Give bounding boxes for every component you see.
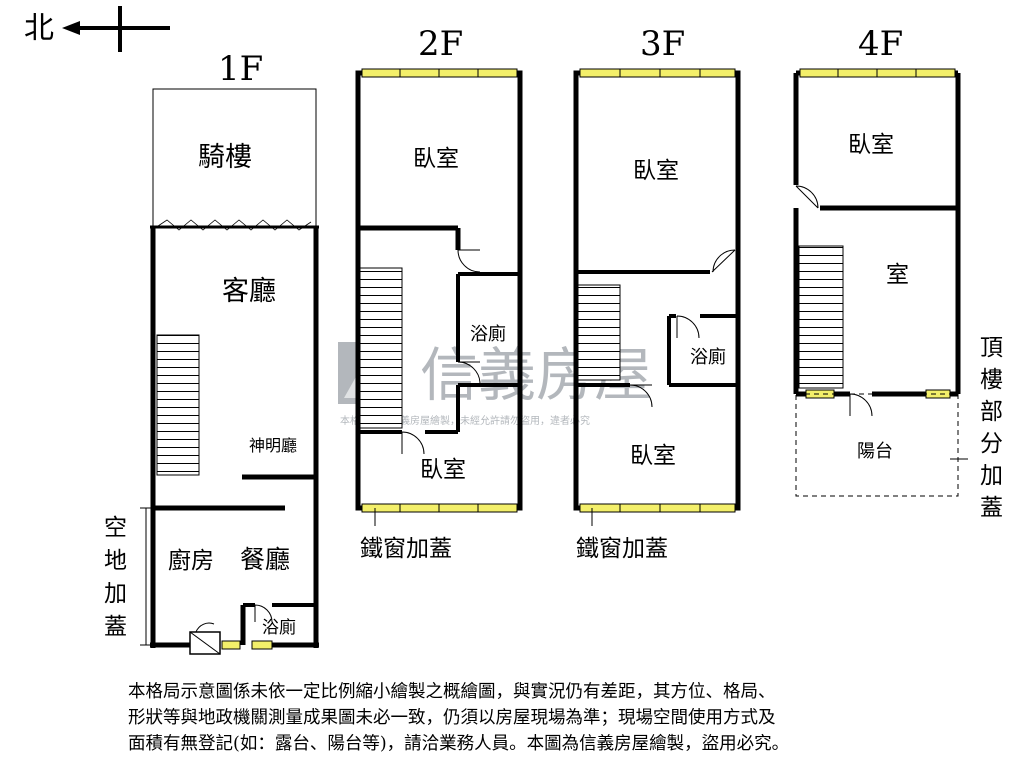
floor-4f-label: 4F <box>858 24 903 64</box>
floor-1f-side-note-3: 加 <box>104 581 127 607</box>
room-bedroom-2f-back: 臥室 <box>420 457 466 483</box>
room-bath-2f: 浴廁 <box>470 323 506 345</box>
floor-1f-side-note-2: 地 <box>104 548 127 574</box>
floor-4f-side-note-3: 部 <box>980 399 1003 425</box>
floor-3f: 3F 臥室 浴廁 臥室 鐵窗加蓋 <box>573 24 741 562</box>
floor-2f-note: 鐵窗加蓋 <box>360 536 452 562</box>
floor-4f-side-note-5: 加 <box>980 463 1003 489</box>
compass: 北 <box>24 6 170 52</box>
room-bedroom-3f-back: 臥室 <box>630 443 676 469</box>
disclaimer-line-3: 面積有無登記(如：露台、陽台等)，請洽業務人員。本圖為信義房屋繪製，盜用必究。 <box>128 734 790 754</box>
room-dining: 餐廳 <box>240 545 290 574</box>
floor-3f-label: 3F <box>640 24 685 64</box>
room-kitchen: 廚房 <box>168 548 214 574</box>
floor-4f: 4F 臥室 室 陽台 頂 樓 部 分 加 蓋 <box>793 24 1003 521</box>
floor-1f-side-note-4: 蓋 <box>104 614 127 640</box>
room-room-4f: 室 <box>886 262 909 288</box>
floor-4f-side-note-1: 頂 <box>980 335 1003 361</box>
disclaimer: 本格局示意圖係未依一定比例縮小繪製之概繪圖，與實況仍有差距，其方位、格局、 形狀… <box>128 679 1008 757</box>
floor-3f-note: 鐵窗加蓋 <box>576 536 668 562</box>
floor-2f-label: 2F <box>418 24 463 64</box>
balcony-area <box>795 393 959 497</box>
room-living: 客廳 <box>222 276 276 307</box>
floor-4f-side-note-4: 分 <box>980 431 1003 457</box>
floor-1f-side-note-1: 空 <box>104 515 127 541</box>
floor-4f-side-note-6: 蓋 <box>980 495 1003 521</box>
disclaimer-line-2: 形狀等與地政機關測量成果圖未必一致，仍須以房屋現場為準；現場空間使用方式及 <box>128 708 776 728</box>
floor-4f-side-note-2: 樓 <box>980 367 1003 393</box>
room-bedroom-3f-front: 臥室 <box>633 158 679 184</box>
room-bath-1f: 浴廁 <box>262 617 296 638</box>
room-bedroom-4f: 臥室 <box>848 132 894 158</box>
floor-2f: 2F 臥室 浴廁 臥室 鐵窗加蓋 <box>355 24 523 562</box>
room-balcony-4f: 陽台 <box>857 441 893 462</box>
floor-1f: 1F 空 地 加 蓋 騎樓 客廳 神明廳 廚房 <box>104 49 319 655</box>
floor-1f-label: 1F <box>218 49 263 89</box>
north-arrow-icon <box>62 21 80 35</box>
room-shrine: 神明廳 <box>249 436 297 455</box>
room-bath-3f: 浴廁 <box>690 346 726 368</box>
room-arcade: 騎樓 <box>198 142 252 173</box>
north-label: 北 <box>24 11 54 46</box>
disclaimer-line-1: 本格局示意圖係未依一定比例縮小繪製之概繪圖，與實況仍有差距，其方位、格局、 <box>128 682 776 702</box>
room-bedroom-2f-front: 臥室 <box>413 146 459 172</box>
